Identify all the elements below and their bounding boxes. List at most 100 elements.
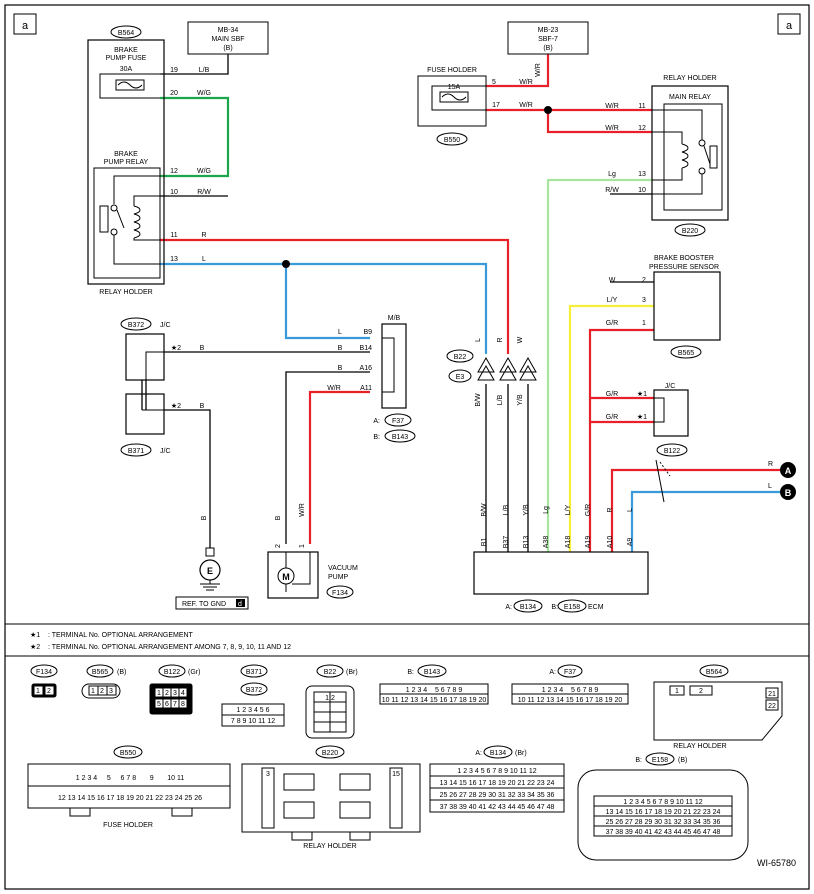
svg-text:F134: F134 [36, 669, 52, 676]
svg-text:A11: A11 [360, 385, 372, 392]
svg-text:B:: B: [635, 757, 642, 764]
svg-text:B: B [338, 365, 343, 372]
b564-wire-20: W/G [197, 90, 211, 97]
ground-symbol: B E REF. TO GND d [175, 515, 249, 610]
svg-text:★1: ★1 [637, 413, 647, 421]
mb23-wire: W/R [535, 63, 542, 77]
b564-fuse-rating: 30A [120, 66, 133, 73]
svg-text:d: d [238, 601, 242, 608]
svg-text:BRAKE BOOSTER: BRAKE BOOSTER [654, 255, 714, 262]
connector-b: B [785, 488, 792, 498]
svg-text:15A: 15A [448, 84, 461, 91]
svg-text:A:: A: [549, 669, 556, 676]
svg-text:(B): (B) [543, 45, 552, 52]
svg-text:A:: A: [373, 418, 380, 425]
svg-text:J/C: J/C [160, 448, 171, 455]
svg-text:B372: B372 [128, 322, 144, 329]
svg-text:25 26 27 28 29 30 31 32 33 34: 25 26 27 28 29 30 31 32 33 34 35 36 [606, 819, 721, 826]
svg-text:★2: ★2 [30, 643, 40, 651]
svg-text:FUSE HOLDER: FUSE HOLDER [427, 67, 477, 74]
wire-wg-green [160, 96, 230, 178]
svg-text:W: W [517, 336, 524, 343]
svg-text:G/R: G/R [606, 414, 618, 421]
svg-text:A38: A38 [543, 536, 550, 549]
corner-tag-left-box [13, 13, 37, 35]
svg-text:W/R: W/R [327, 385, 341, 392]
wire-wr-sbf [486, 54, 550, 88]
svg-text:22: 22 [768, 703, 776, 710]
svg-text:10 11 12 13 14 15 16 17 18 19: 10 11 12 13 14 15 16 17 18 19 20 [518, 697, 623, 704]
svg-text:L: L [475, 338, 482, 342]
corner-tag-right-box [777, 13, 801, 35]
svg-text:★2: ★2 [171, 402, 181, 410]
svg-text:★1: ★1 [637, 390, 647, 398]
svg-text:PRESSURE SENSOR: PRESSURE SENSOR [649, 264, 719, 271]
wire-wr-pump [308, 390, 370, 544]
svg-text:B220: B220 [322, 750, 338, 757]
corner-tag-right: a [786, 20, 793, 32]
svg-text:SBF-7: SBF-7 [538, 36, 558, 43]
wire-lg [546, 178, 652, 552]
svg-text:E: E [207, 566, 213, 576]
svg-text:B220: B220 [682, 228, 698, 235]
corner-tag-left: a [22, 20, 29, 32]
mb34-box: MB-34 MAIN SBF (B) [187, 21, 269, 55]
svg-text:Y/B: Y/B [523, 504, 530, 516]
svg-text:ECM: ECM [588, 604, 604, 611]
svg-text:(Br): (Br) [515, 750, 527, 757]
svg-text:10: 10 [638, 187, 646, 194]
wire-l-mb [284, 264, 370, 340]
b564-pin-11: 11 [170, 232, 177, 239]
svg-text:: TERMINAL No. OPTIONAL ARRANG: : TERMINAL No. OPTIONAL ARRANGEMENT [48, 632, 194, 639]
svg-text:(B): (B) [117, 669, 126, 676]
svg-text:R/W: R/W [605, 187, 619, 194]
svg-text:PUMP: PUMP [328, 574, 349, 581]
svg-text:B:: B: [373, 434, 380, 441]
mb-box: M/B B9 L B14 B A16 B A11 W/R A: F37 B: B… [327, 315, 416, 443]
svg-text:L: L [768, 483, 772, 490]
svg-text:5: 5 [492, 79, 496, 86]
svg-text:B371: B371 [246, 669, 262, 676]
svg-text:Lg: Lg [608, 171, 616, 178]
svg-text:2: 2 [100, 688, 104, 695]
svg-text:A16: A16 [360, 365, 373, 372]
svg-text:13 14 15 16 17 18 19 20 21 22: 13 14 15 16 17 18 19 20 21 22 23 24 [440, 780, 555, 787]
notes: ★1 : TERMINAL No. OPTIONAL ARRANGEMENT ★… [30, 631, 291, 651]
svg-text:12: 12 [638, 125, 646, 132]
svg-text:M/B: M/B [388, 315, 401, 322]
svg-text:L/Y: L/Y [607, 297, 618, 304]
svg-text:B: B [201, 515, 208, 520]
svg-text:G/R: G/R [606, 391, 618, 398]
svg-text:MB-34: MB-34 [218, 27, 239, 34]
svg-text:B9: B9 [363, 329, 372, 336]
mb23-box: MB-23 SBF-7 (B) W/R [507, 21, 589, 77]
wires [160, 54, 780, 552]
svg-text:Lg: Lg [543, 506, 550, 514]
svg-text:W/R: W/R [605, 103, 619, 110]
svg-text:3: 3 [266, 771, 270, 778]
svg-text:FUSE HOLDER: FUSE HOLDER [103, 822, 153, 829]
wire-l-b [630, 490, 780, 552]
svg-text:5: 5 [157, 701, 161, 708]
b564-wire-13: L [202, 256, 206, 263]
svg-text:B14: B14 [360, 345, 373, 352]
b564-pin-12: 12 [170, 168, 178, 175]
svg-text:F37: F37 [392, 418, 404, 425]
wire-wr-12 [546, 110, 652, 134]
b564-pin-20: 20 [170, 90, 178, 97]
svg-text:B/W: B/W [481, 503, 488, 517]
svg-text:B564: B564 [706, 669, 722, 676]
svg-text:1 2 3 4 5 6 7 8 9 10 11 12: 1 2 3 4 5 6 7 8 9 10 11 12 [623, 799, 702, 806]
svg-text:3: 3 [109, 688, 113, 695]
svg-text:REF. TO GND: REF. TO GND [182, 601, 226, 608]
svg-text:B1: B1 [481, 538, 488, 547]
b564-relay-label-2: PUMP RELAY [104, 159, 149, 166]
b564-wire-19: L/B [199, 67, 210, 74]
svg-text:17: 17 [492, 102, 500, 109]
svg-text:1 2 3 4 5 6 7 8: 1 2 3 4 5 6 7 8 9 10 11 [76, 775, 185, 782]
svg-text:2: 2 [47, 688, 51, 695]
svg-text:(B): (B) [223, 45, 232, 52]
svg-text:B372: B372 [246, 687, 262, 694]
svg-text:RELAY HOLDER: RELAY HOLDER [303, 843, 356, 850]
